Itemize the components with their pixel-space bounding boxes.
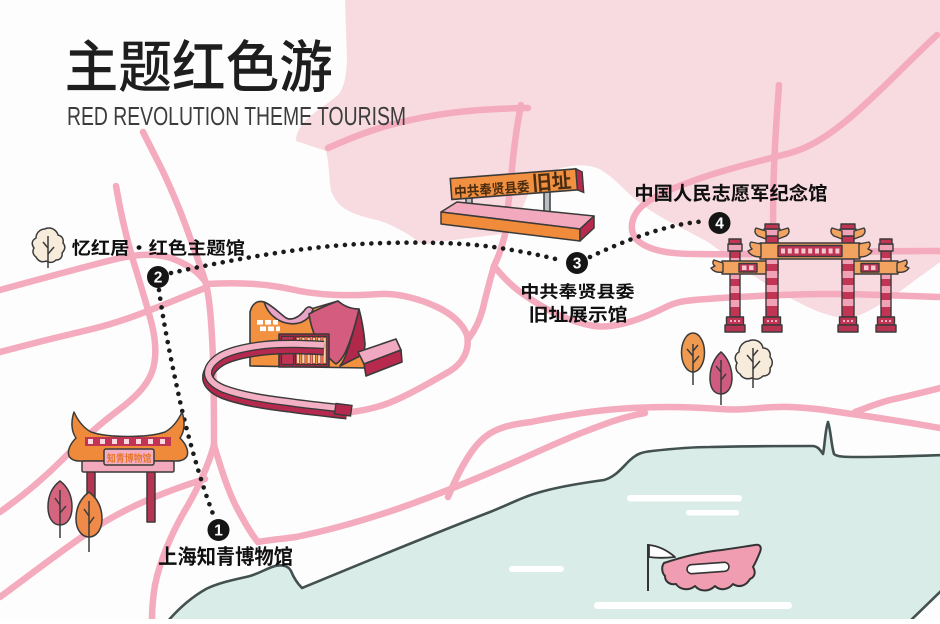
svg-text:2: 2 <box>154 270 163 287</box>
svg-text:1: 1 <box>214 523 223 540</box>
svg-text:RED REVOLUTION THEME TOURISM: RED REVOLUTION THEME TOURISM <box>67 103 406 131</box>
svg-text:3: 3 <box>573 256 582 273</box>
svg-text:4: 4 <box>715 216 724 233</box>
